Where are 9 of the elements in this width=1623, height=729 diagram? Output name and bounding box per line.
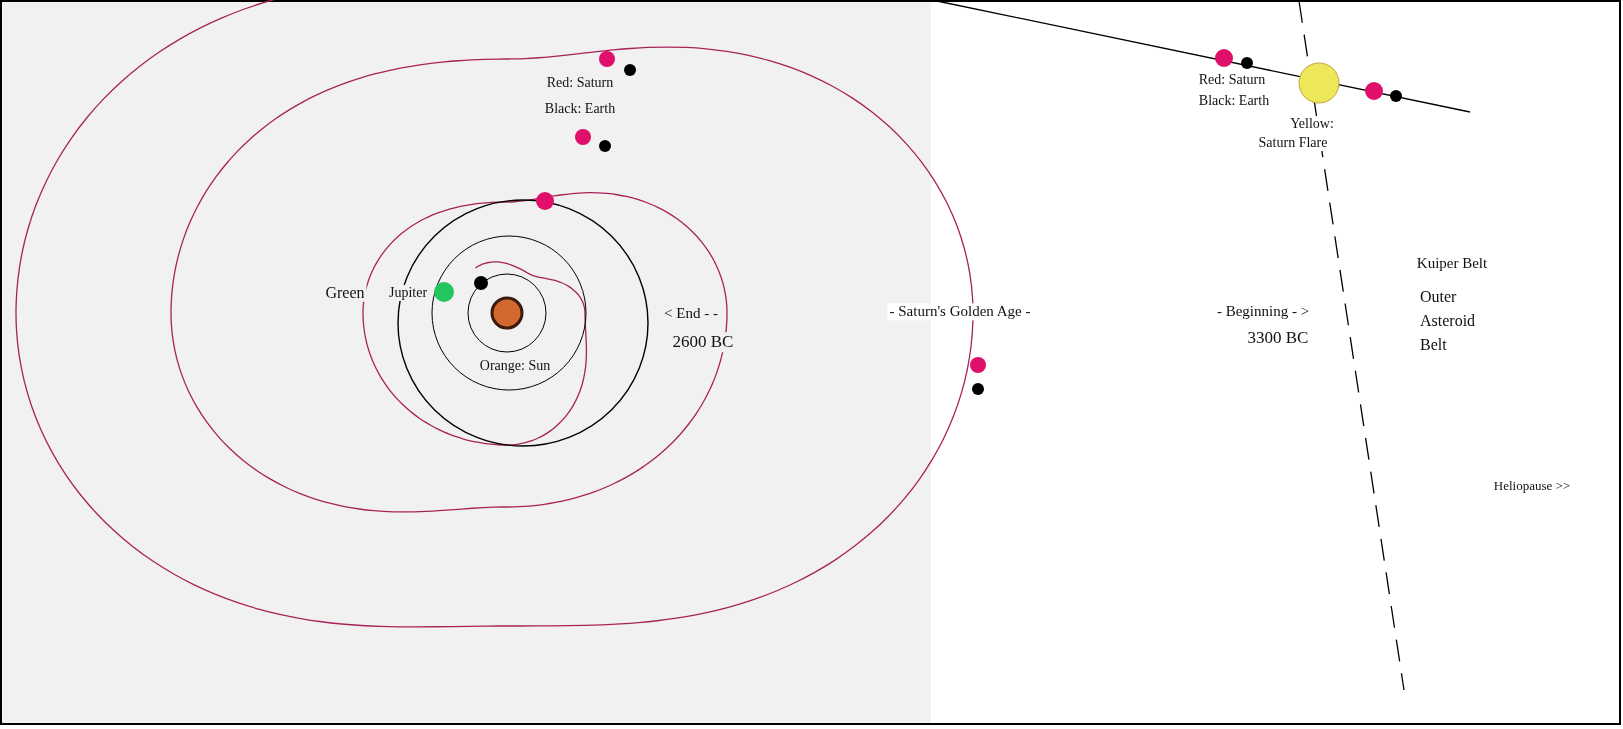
direction-label: - Beginning - >: [1214, 303, 1312, 321]
legend-text: Green: [323, 283, 367, 303]
legend-text: Orange: Sun: [477, 357, 553, 375]
legend-text: Saturn Flare: [1256, 134, 1330, 152]
region-label: Heliopause >>: [1491, 478, 1573, 494]
date-label: 2600 BC: [670, 332, 736, 352]
era-label: - Saturn's Golden Age -: [887, 303, 1033, 321]
planet-label: Jupiter: [386, 284, 430, 302]
region-label: Kuiper Belt: [1414, 255, 1490, 273]
